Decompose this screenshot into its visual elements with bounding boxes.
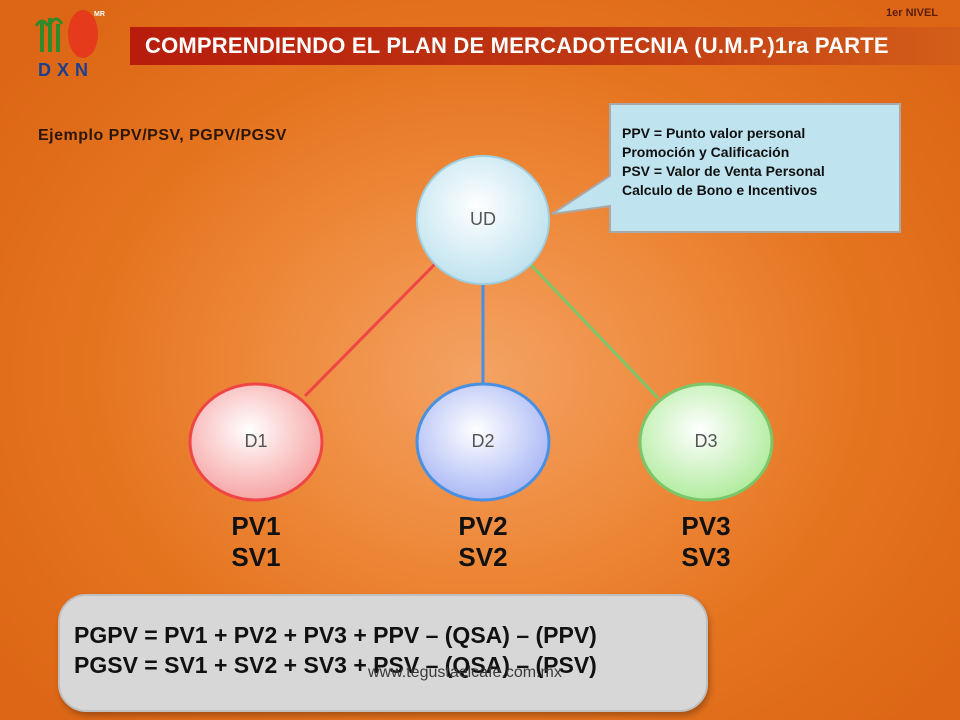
sv2-label: SV2	[458, 542, 508, 572]
dxn-logo: MR DXN	[34, 10, 105, 80]
logo-text: DXN	[38, 60, 94, 80]
node-d2-label: D2	[471, 431, 495, 451]
callout-line: PPV = Punto valor personal	[622, 125, 806, 141]
node-d1	[188, 382, 324, 502]
connector-d3	[528, 262, 660, 400]
pgsv-formula: PGSV = SV1 + SV2 + SV3 + PSV – (QSA) – (…	[74, 652, 597, 678]
level-label: 1er NIVEL	[886, 7, 938, 19]
callout-line: PSV = Valor de Venta Personal	[622, 163, 825, 179]
callout-box	[551, 103, 901, 233]
formula-text: PGPV = PV1 + PV2 + PV3 + PPV – (QSA) – (…	[74, 620, 597, 680]
node-d3-label: D3	[694, 431, 718, 451]
sv3-label: SV3	[681, 542, 731, 572]
page-title: COMPRENDIENDO EL PLAN DE MERCADOTECNIA (…	[145, 33, 889, 58]
pv3-label: PV3	[681, 511, 731, 541]
node-d1-label: D1	[244, 431, 268, 451]
pgpv-formula: PGPV = PV1 + PV2 + PV3 + PPV – (QSA) – (…	[74, 622, 597, 648]
pv1-label: PV1	[231, 511, 281, 541]
pv2-label: PV2	[458, 511, 508, 541]
connector-d1	[303, 262, 437, 398]
node-ud	[416, 155, 550, 285]
node-d2	[415, 382, 551, 502]
d1-values: PV1 SV1	[196, 511, 316, 573]
node-d3	[638, 382, 774, 502]
callout-text: PPV = Punto valor personal Promoción y C…	[622, 124, 825, 200]
example-subtitle: Ejemplo PPV/PSV, PGPV/PGSV	[38, 127, 287, 144]
callout-line: Calculo de Bono e Incentivos	[622, 182, 818, 198]
sv1-label: SV1	[231, 542, 281, 572]
title-bar	[130, 27, 960, 65]
callout-line: Promoción y Calificación	[622, 144, 790, 160]
d2-values: PV2 SV2	[423, 511, 543, 573]
node-ud-label: UD	[470, 209, 496, 229]
formula-box	[58, 594, 708, 712]
logo-mark: MR	[94, 11, 105, 18]
d3-values: PV3 SV3	[646, 511, 766, 573]
watermark-url: www.tegustaelcafe.com.mx	[368, 664, 562, 681]
